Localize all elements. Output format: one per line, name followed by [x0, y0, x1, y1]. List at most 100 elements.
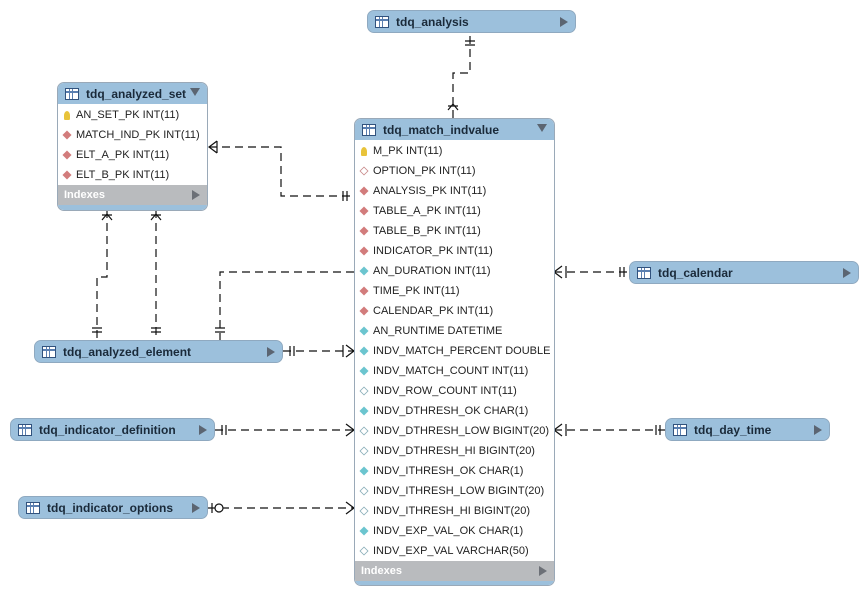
table-tdq-day-time[interactable]: tdq_day_time — [665, 418, 830, 441]
foreign-key-icon — [359, 226, 369, 236]
column-row[interactable]: AN_SET_PK INT(11) — [58, 105, 207, 125]
column-label: INDV_ITHRESH_LOW BIGINT(20) — [373, 485, 545, 497]
link-calendar-match[interactable] — [553, 265, 629, 279]
table-tdq-analyzed-set[interactable]: tdq_analyzed_set AN_SET_PK INT(11) MATCH… — [57, 82, 208, 211]
column-row[interactable]: TABLE_A_PK INT(11) — [355, 201, 554, 221]
column-label: AN_RUNTIME DATETIME — [373, 325, 503, 337]
table-tdq-analyzed-element[interactable]: tdq_analyzed_element — [34, 340, 283, 363]
link-indicator-match[interactable] — [215, 423, 355, 437]
expand-arrow-icon[interactable] — [814, 425, 822, 435]
column-label: AN_SET_PK INT(11) — [76, 109, 180, 121]
table-tdq-calendar[interactable]: tdq_calendar — [629, 261, 859, 284]
link-daytime-match[interactable] — [553, 423, 665, 437]
column-row[interactable]: INDV_DTHRESH_LOW BIGINT(20) — [355, 421, 554, 441]
column-row[interactable]: ANALYSIS_PK INT(11) — [355, 181, 554, 201]
table-tdq-indicator-options[interactable]: tdq_indicator_options — [18, 496, 208, 519]
link-set-element-b[interactable] — [150, 210, 162, 341]
collapse-arrow-icon[interactable] — [190, 88, 200, 96]
expand-arrow-icon[interactable] — [199, 425, 207, 435]
table-tdq-match-indvalue[interactable]: tdq_match_indvalue M_PK INT(11)OPTION_PK… — [354, 118, 555, 586]
nullable-column-icon — [359, 486, 369, 496]
indexes-label: Indexes — [64, 189, 105, 201]
link-analysis-match[interactable] — [447, 36, 475, 118]
column-row[interactable]: INDV_ITHRESH_LOW BIGINT(20) — [355, 481, 554, 501]
foreign-key-icon — [359, 306, 369, 316]
column-label: ELT_A_PK INT(11) — [76, 149, 170, 161]
nullable-column-icon — [359, 386, 369, 396]
not-null-column-icon — [359, 326, 369, 336]
indexes-bar[interactable]: Indexes — [355, 561, 554, 581]
column-label: INDV_MATCH_COUNT INT(11) — [373, 365, 529, 377]
column-list: M_PK INT(11) OPTION_PK INT(11) ANALYSIS_PK… — [355, 140, 554, 561]
table-name: tdq_analyzed_element — [63, 344, 192, 359]
column-row[interactable]: ELT_A_PK INT(11) — [58, 145, 207, 165]
indexes-label: Indexes — [361, 565, 402, 577]
column-row[interactable]: INDV_ITHRESH_HI BIGINT(20) — [355, 501, 554, 521]
column-row[interactable]: TABLE_B_PK INT(11) — [355, 221, 554, 241]
column-label: INDV_MATCH_PERCENT DOUBLE — [373, 345, 551, 357]
collapse-arrow-icon[interactable] — [537, 124, 547, 132]
nullable-foreign-key-icon — [359, 166, 369, 176]
column-label: TIME_PK INT(11) — [373, 285, 460, 297]
not-null-column-icon — [359, 406, 369, 416]
column-row[interactable]: INDV_DTHRESH_OK CHAR(1) — [355, 401, 554, 421]
column-row[interactable]: MATCH_IND_PK INT(11) — [58, 125, 207, 145]
table-icon — [18, 423, 32, 436]
column-row[interactable]: INDV_MATCH_PERCENT DOUBLE — [355, 341, 554, 361]
column-label: ELT_B_PK INT(11) — [76, 169, 170, 181]
column-list: AN_SET_PK INT(11) MATCH_IND_PK INT(11) E… — [58, 104, 207, 185]
table-tdq-indicator-definition[interactable]: tdq_indicator_definition — [10, 418, 215, 441]
column-row[interactable]: OPTION_PK INT(11) — [355, 161, 554, 181]
column-row[interactable]: ELT_B_PK INT(11) — [58, 165, 207, 185]
column-label: TABLE_A_PK INT(11) — [373, 205, 481, 217]
column-label: INDV_ROW_COUNT INT(11) — [373, 385, 517, 397]
table-icon — [26, 501, 40, 514]
column-label: INDICATOR_PK INT(11) — [373, 245, 493, 257]
column-label: CALENDAR_PK INT(11) — [373, 305, 494, 317]
column-row[interactable]: TIME_PK INT(11) — [355, 281, 554, 301]
column-label: INDV_ITHRESH_HI BIGINT(20) — [373, 505, 531, 517]
column-label: INDV_DTHRESH_LOW BIGINT(20) — [373, 425, 550, 437]
nullable-column-icon — [359, 506, 369, 516]
foreign-key-icon — [359, 186, 369, 196]
table-tdq-analysis[interactable]: tdq_analysis — [367, 10, 576, 33]
column-row[interactable]: INDV_DTHRESH_HI BIGINT(20) — [355, 441, 554, 461]
expand-arrow-icon[interactable] — [843, 268, 851, 278]
column-row[interactable]: INDV_ROW_COUNT INT(11) — [355, 381, 554, 401]
column-row[interactable]: INDICATOR_PK INT(11) — [355, 241, 554, 261]
table-icon — [362, 123, 376, 136]
nullable-column-icon — [359, 446, 369, 456]
column-row[interactable]: INDV_EXP_VAL_OK CHAR(1) — [355, 521, 554, 541]
expand-arrow-icon[interactable] — [267, 347, 275, 357]
foreign-key-icon — [62, 170, 72, 180]
primary-key-icon — [64, 110, 70, 120]
column-row[interactable]: INDV_ITHRESH_OK CHAR(1) — [355, 461, 554, 481]
column-label: TABLE_B_PK INT(11) — [373, 225, 481, 237]
column-row[interactable]: AN_DURATION INT(11) — [355, 261, 554, 281]
expand-arrow-icon[interactable] — [560, 17, 568, 27]
not-null-column-icon — [359, 266, 369, 276]
table-icon — [65, 87, 79, 100]
table-name: tdq_indicator_definition — [39, 422, 176, 437]
column-row[interactable]: INDV_MATCH_COUNT INT(11) — [355, 361, 554, 381]
foreign-key-icon — [62, 130, 72, 140]
link-set-element-a[interactable] — [92, 210, 113, 341]
nullable-column-icon — [359, 546, 369, 556]
not-null-column-icon — [359, 526, 369, 536]
link-element-match-top[interactable] — [215, 271, 354, 341]
link-element-match[interactable] — [283, 344, 355, 358]
table-name: tdq_indicator_options — [47, 500, 173, 515]
column-row[interactable]: CALENDAR_PK INT(11) — [355, 301, 554, 321]
expand-arrow-icon — [192, 190, 200, 200]
expand-arrow-icon[interactable] — [192, 503, 200, 513]
link-set-match[interactable] — [208, 140, 354, 201]
column-label: OPTION_PK INT(11) — [373, 165, 476, 177]
column-row[interactable]: AN_RUNTIME DATETIME — [355, 321, 554, 341]
column-row[interactable]: M_PK INT(11) — [355, 141, 554, 161]
column-label: AN_DURATION INT(11) — [373, 265, 491, 277]
foreign-key-icon — [62, 150, 72, 160]
link-options-match[interactable] — [208, 501, 355, 515]
indexes-bar[interactable]: Indexes — [58, 185, 207, 205]
column-row[interactable]: INDV_EXP_VAL VARCHAR(50) — [355, 541, 554, 561]
column-label: INDV_EXP_VAL VARCHAR(50) — [373, 545, 529, 557]
